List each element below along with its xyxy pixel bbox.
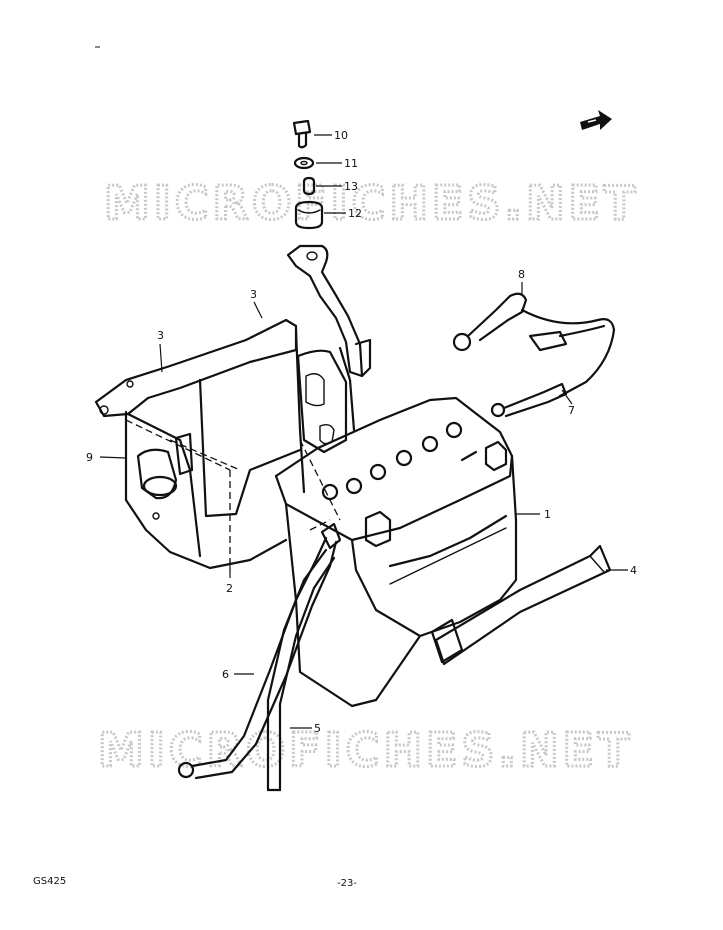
callout-2: 2 <box>226 582 233 595</box>
front-arrow-icon <box>580 110 612 130</box>
battery-case <box>94 318 356 570</box>
breather-hose <box>266 548 336 792</box>
lead-wire <box>490 382 568 418</box>
callout-1: 1 <box>544 508 551 521</box>
callout-5: 5 <box>314 722 321 735</box>
callout-10: 10 <box>334 129 348 142</box>
battery-band <box>430 544 612 666</box>
callout-13: 13 <box>344 180 358 193</box>
footer-model-code: GS425 <box>33 876 66 887</box>
callout-3-bracket: 3 <box>250 288 257 301</box>
footer-page-number: -23- <box>337 878 357 889</box>
callout-6: 6 <box>222 668 229 681</box>
callout-8: 8 <box>518 268 525 281</box>
callout-11: 11 <box>344 157 358 170</box>
callout-4: 4 <box>630 564 637 577</box>
watermark-top: MICROFICHES.NET <box>104 176 639 230</box>
washer-part <box>293 156 315 170</box>
callout-3-case: 3 <box>157 329 164 342</box>
collar-part <box>302 176 316 196</box>
bolt-part <box>292 119 312 149</box>
callout-12: 12 <box>348 207 362 220</box>
callout-7: 7 <box>568 404 575 417</box>
battery <box>274 396 518 708</box>
watermark-bottom: MICROFICHES.NET <box>98 723 633 777</box>
positive-lead <box>452 292 616 398</box>
callout-9: 9 <box>86 451 93 464</box>
battery-holder-bracket <box>286 244 372 378</box>
cushion-part <box>294 200 324 230</box>
